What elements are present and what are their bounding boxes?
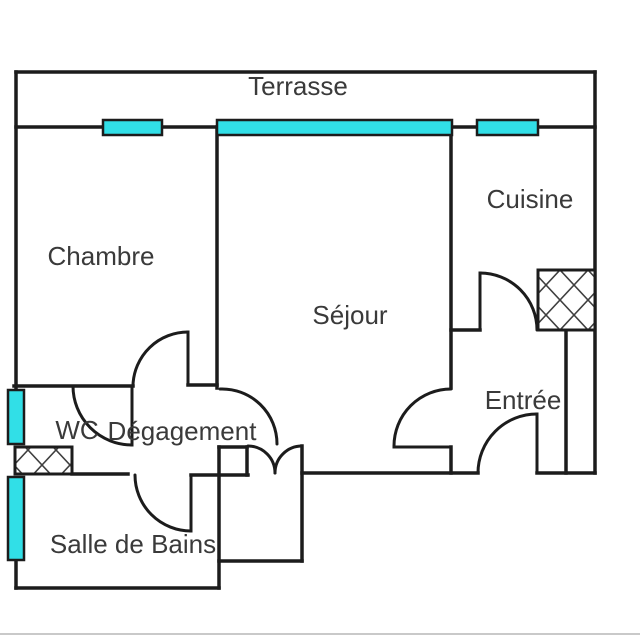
door-arc-entree bbox=[476, 412, 539, 475]
window-salle-de-bains bbox=[6, 475, 26, 562]
duct-box-cuisine bbox=[536, 268, 597, 332]
room-label-chambre: Chambre bbox=[47, 241, 155, 271]
room-label-salle-de-bains: Salle de Bains bbox=[49, 529, 217, 559]
door-arc-sejour bbox=[218, 387, 279, 446]
door-arc-salle-de-bains bbox=[133, 473, 193, 533]
duct-box-left bbox=[13, 445, 74, 476]
room-label-wc: WC bbox=[55, 415, 99, 445]
door-arc-sejour-entree bbox=[392, 387, 453, 448]
door-arc-double-left bbox=[246, 444, 277, 475]
window-sejour bbox=[215, 118, 454, 137]
window-cuisine bbox=[475, 118, 540, 137]
door-arc-wc bbox=[71, 384, 134, 447]
room-label-degagement: Dégagement bbox=[107, 416, 257, 446]
room-label-entree: Entrée bbox=[484, 385, 562, 415]
window-chambre bbox=[101, 118, 164, 137]
window-wc bbox=[6, 388, 26, 446]
room-label-terrasse: Terrasse bbox=[248, 71, 348, 101]
door-arc-double-right bbox=[273, 444, 304, 475]
room-label-sejour: Séjour bbox=[312, 300, 388, 330]
door-arc-cuisine bbox=[478, 271, 539, 332]
room-label-cuisine: Cuisine bbox=[486, 184, 574, 214]
door-arc-chambre bbox=[131, 330, 190, 387]
